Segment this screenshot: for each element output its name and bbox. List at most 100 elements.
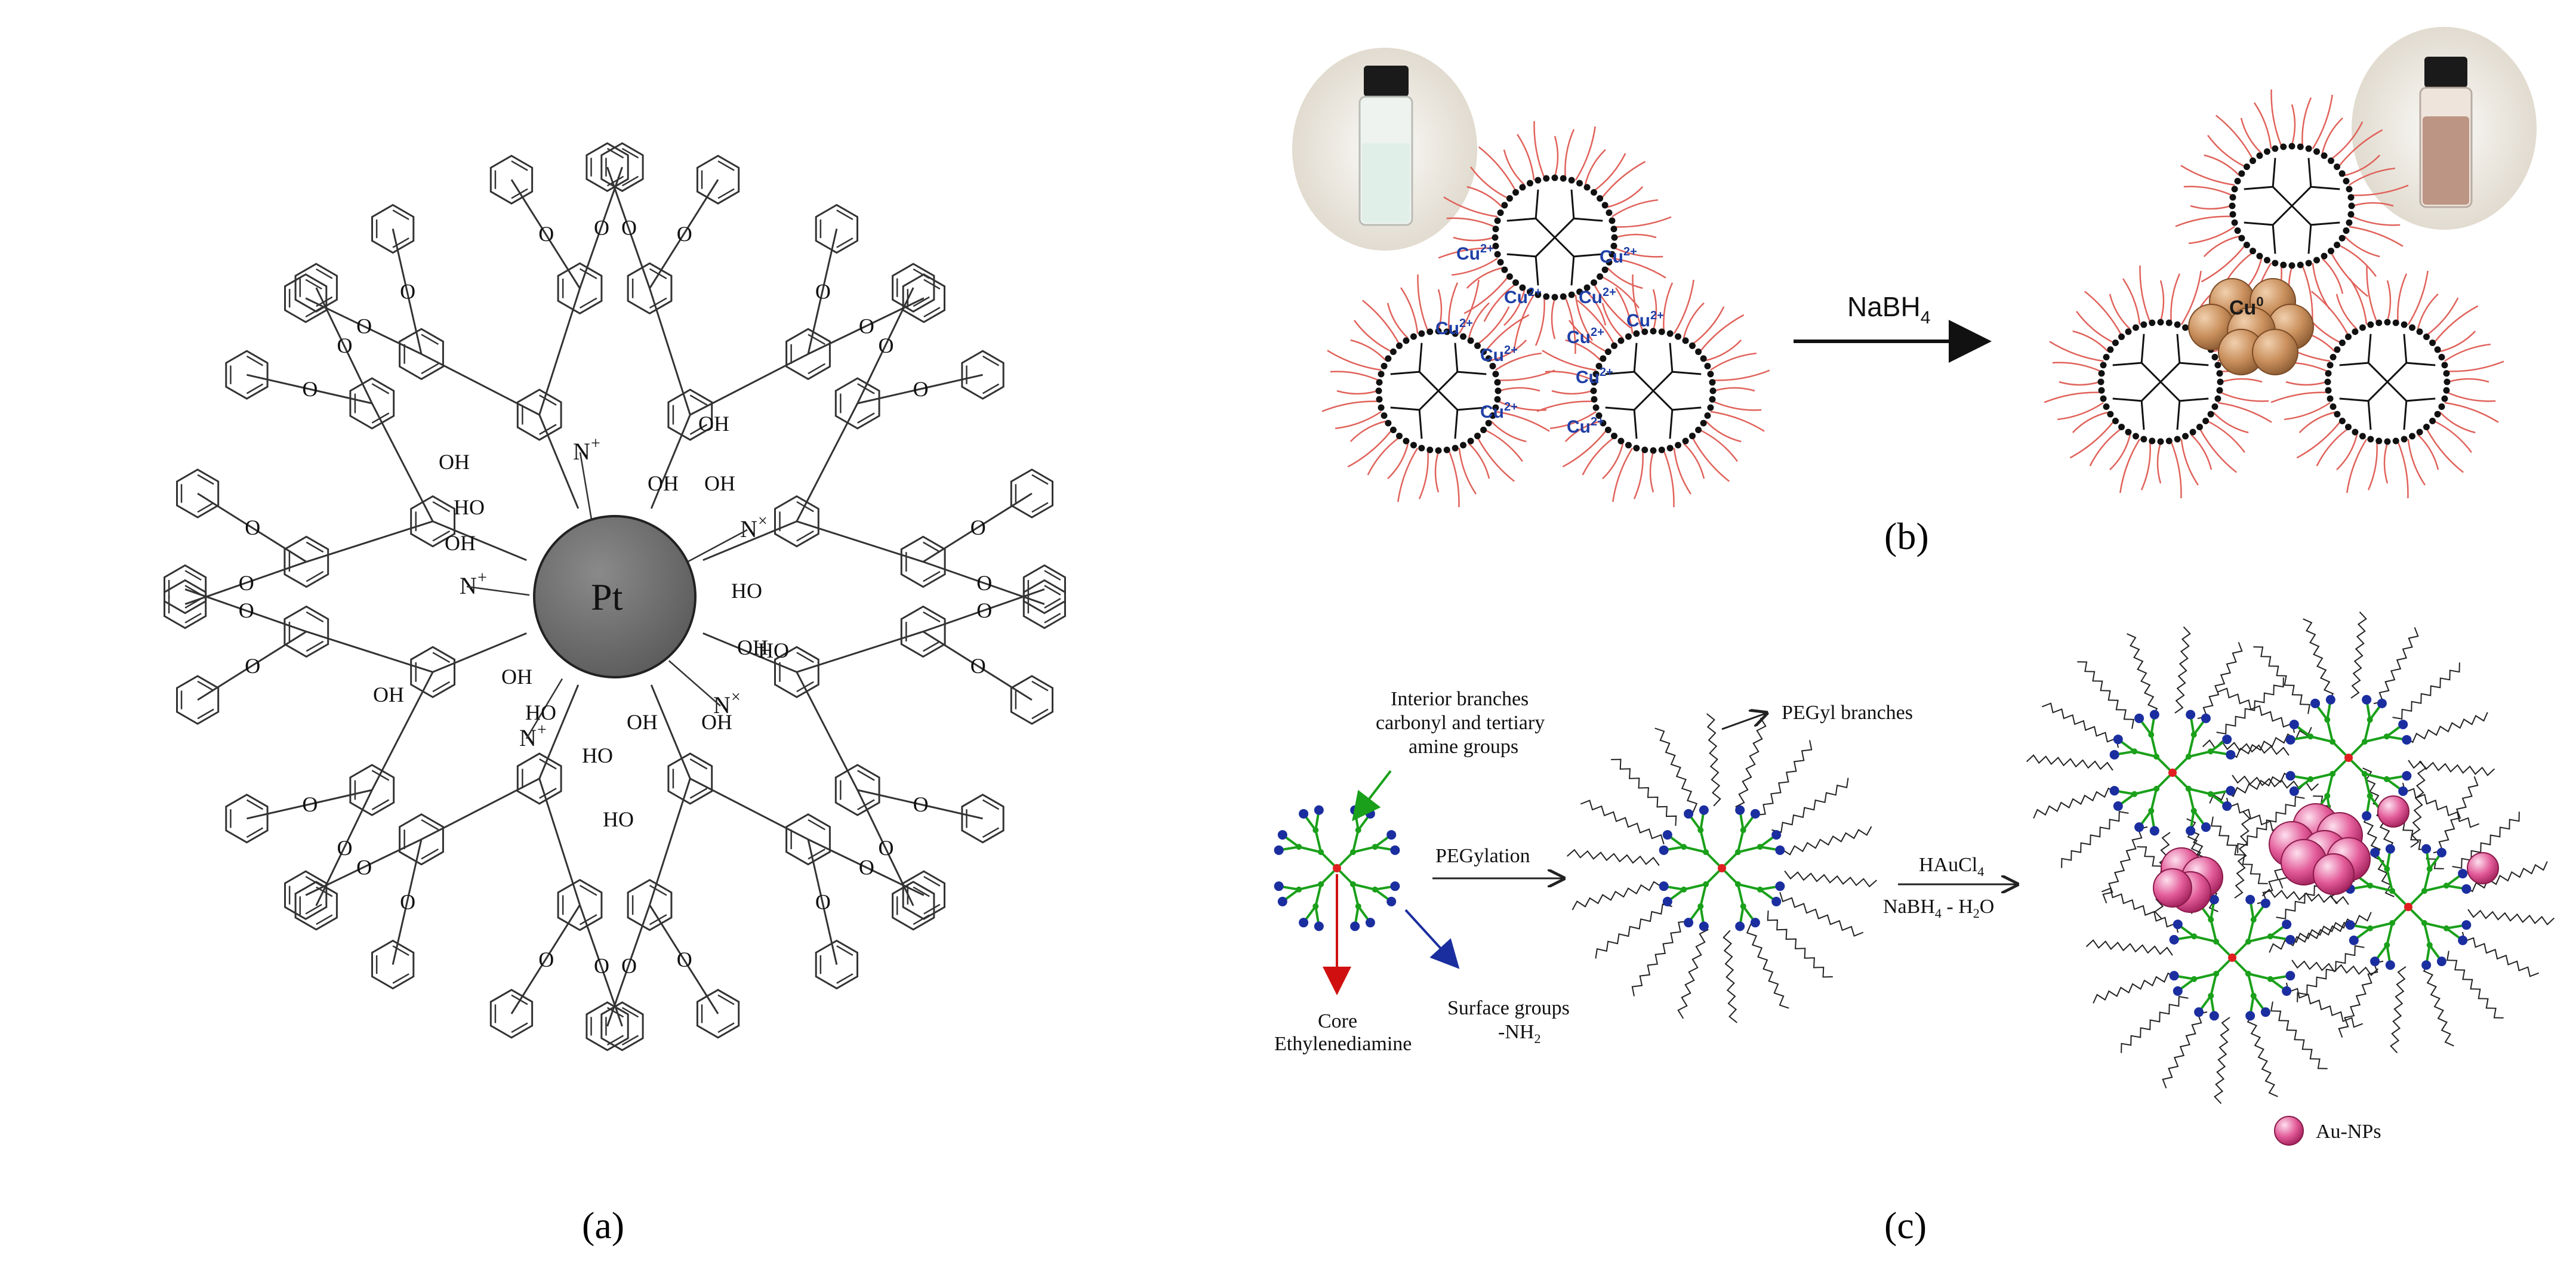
shell-dot xyxy=(2334,163,2341,171)
aromatic-bond xyxy=(923,541,941,553)
aromatic-bond xyxy=(316,886,333,897)
shell-dot xyxy=(1492,404,1499,411)
aromatic-bond xyxy=(857,799,875,810)
cu2-ion-label: Cu2+ xyxy=(1456,242,1494,264)
surface-chain xyxy=(1349,420,1386,442)
benzyl-ring-terminal xyxy=(815,939,858,990)
branch-node xyxy=(2421,920,2427,926)
surface-chain xyxy=(2059,381,2100,386)
aromatic-bond xyxy=(197,502,214,513)
shell-dot xyxy=(1583,284,1591,291)
shell-dot xyxy=(1492,234,1499,241)
peg-chain xyxy=(2404,712,2488,743)
branch-bond xyxy=(1351,829,1360,853)
shell-dot xyxy=(1606,209,1613,216)
surface-group-dot xyxy=(2109,786,2119,796)
surface-chain xyxy=(2407,439,2426,486)
peg-chain xyxy=(2214,1017,2230,1104)
peg-chain xyxy=(2237,796,2305,853)
branch-node xyxy=(1355,827,1361,834)
linker-bond xyxy=(649,778,691,906)
oxygen-label: O xyxy=(913,792,929,816)
aromatic-bond xyxy=(371,383,390,394)
surface-chain xyxy=(2180,165,2235,186)
surface-chain xyxy=(2448,378,2489,383)
branch-node xyxy=(1681,886,1687,893)
shell-dot xyxy=(2103,353,2110,360)
branch-bond xyxy=(1352,846,1376,854)
shell-dot xyxy=(2443,370,2450,377)
shell-dot xyxy=(2443,387,2450,394)
surface-group-dot xyxy=(1662,830,1672,840)
shell-dot xyxy=(2367,436,2374,443)
branch-bond xyxy=(2193,972,2217,980)
peg-chain xyxy=(2373,627,2419,705)
aromatic-bond xyxy=(923,640,941,652)
shell-dot xyxy=(1611,342,1618,349)
surface-group-dot xyxy=(2345,920,2355,930)
surface-group-dot xyxy=(2285,771,2295,781)
surface-chain xyxy=(2240,118,2262,154)
surface-group-dot xyxy=(2260,898,2270,908)
surface-chain xyxy=(1699,314,1745,353)
linker-bond xyxy=(197,631,307,701)
cu2-ion-label: Cu2+ xyxy=(1504,286,1542,307)
branch-bond xyxy=(2326,719,2334,742)
shell-dot xyxy=(1600,355,1607,362)
oxygen-label: O xyxy=(245,654,260,678)
surface-group-dot xyxy=(1750,918,1760,928)
surface-group-dot xyxy=(1277,896,1287,906)
surface-group-dot xyxy=(1659,881,1669,891)
oxygen-label: O xyxy=(239,571,254,595)
surface-group-dot xyxy=(2421,844,2432,854)
shell-dot xyxy=(1519,284,1526,291)
shell-dot xyxy=(2288,143,2295,150)
oxygen-label: O xyxy=(976,598,992,622)
peg-chain xyxy=(2433,776,2479,854)
shell-dot xyxy=(2229,211,2236,218)
shell-dot xyxy=(2107,346,2114,353)
benzyl-ring-gen1 xyxy=(516,752,562,805)
surface-group-dot xyxy=(2377,698,2387,708)
surface-chain xyxy=(2072,330,2109,352)
shell-dot xyxy=(2375,319,2383,326)
oxygen-label: O xyxy=(859,314,874,338)
benzyl-ring-terminal xyxy=(164,579,207,630)
shell-dot xyxy=(1658,446,1665,453)
surface-chain xyxy=(2433,305,2479,344)
benzyl-ring-terminal xyxy=(600,142,644,192)
linker-bond xyxy=(306,520,433,563)
linker-bond xyxy=(371,403,434,522)
shell-dot xyxy=(2305,260,2312,267)
oxygen-label: O xyxy=(815,279,831,303)
shell-dot xyxy=(1560,175,1567,182)
surface-chain xyxy=(2352,202,2394,207)
inner-branch xyxy=(1506,217,1536,222)
aromatic-bond xyxy=(197,680,214,692)
surface-group-dot xyxy=(2209,1011,2219,1021)
surface-group-dot xyxy=(1314,921,1324,931)
reagent-nabh4: NaBH4 xyxy=(1847,291,1930,328)
surface-group-dot xyxy=(1659,845,1669,855)
shell-dot xyxy=(1381,412,1388,419)
shell-dot xyxy=(1625,442,1632,449)
aromatic-bond xyxy=(836,237,853,248)
surface-group-dot xyxy=(2398,786,2408,796)
surface-chain xyxy=(2344,236,2380,258)
surface-chain xyxy=(1601,161,1646,199)
surface-chain xyxy=(1434,451,1440,493)
surface-chain xyxy=(1335,411,1382,430)
pegylated-dendrimer xyxy=(1567,713,1877,1023)
shell-dot xyxy=(2384,438,2391,445)
aromatic-bond xyxy=(421,819,439,831)
hydroxyl-label: OH xyxy=(439,450,470,474)
inner-branch xyxy=(2244,186,2273,190)
shell-dot xyxy=(2423,424,2430,431)
inner-branch xyxy=(2307,158,2312,187)
shell-dot xyxy=(1591,396,1598,403)
oxygen-label: O xyxy=(337,836,353,860)
shell-dot xyxy=(1617,337,1625,344)
shell-dot xyxy=(1675,442,1682,449)
inner-branch xyxy=(1570,189,1575,219)
